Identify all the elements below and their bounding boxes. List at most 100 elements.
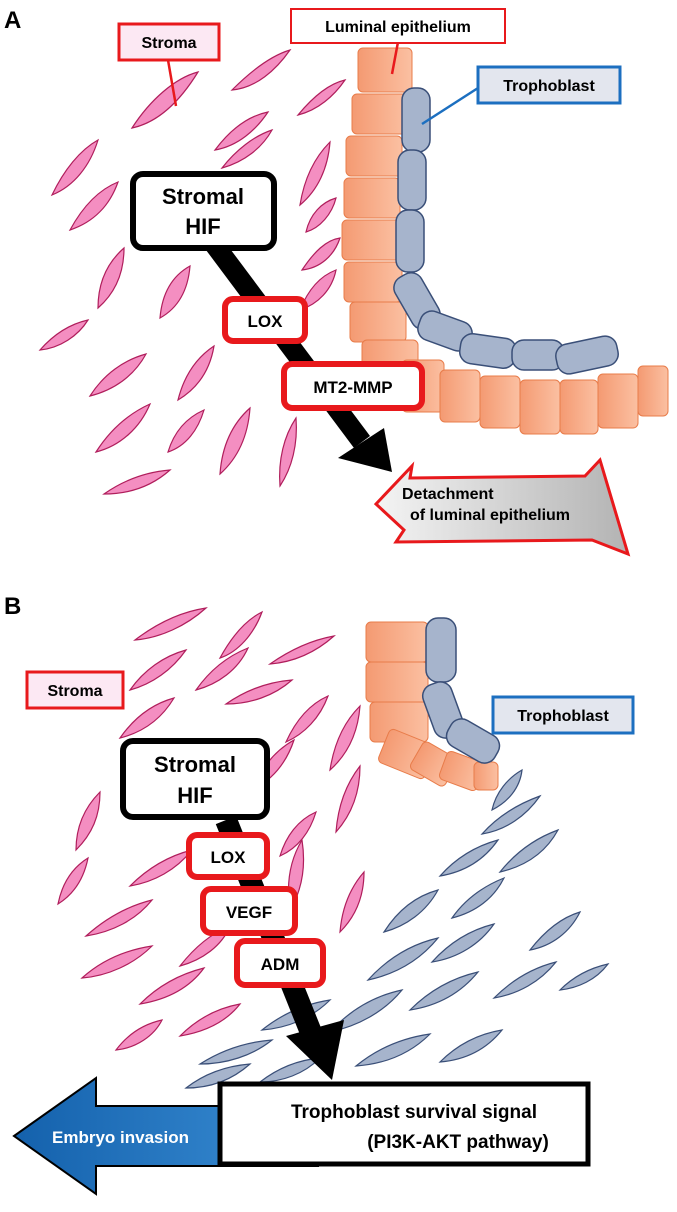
stroma-cell [219,406,251,476]
survival-signal-line1: Trophoblast survival signal [291,1102,537,1123]
stroma-cell [299,140,331,207]
stroma-leader-line [166,59,178,107]
epithelium-cell [519,379,561,435]
stroma-cell [335,764,361,834]
trophoblast-cell [401,87,431,153]
stroma-cell [68,180,119,232]
stroma-cell [339,870,365,934]
hif-label-line1: Stromal [154,752,236,777]
stroma-cell [279,810,317,858]
trophoblast-cell [395,209,425,273]
trophoblast-cell [445,718,501,764]
stroma-cell [128,648,188,692]
stroma-cell [213,111,270,151]
factor-label: VEGF [226,903,272,922]
trophoblast-cell [498,828,560,873]
trophoblast-cell [492,960,558,999]
stroma-cell [102,469,172,495]
hif-box [120,738,270,820]
epithelium-cell [343,177,401,219]
panel-b-luminal-epithelium [365,621,499,792]
stroma-cell [230,48,292,91]
stroma-cell [88,353,148,397]
stroma-cell [114,1019,164,1051]
stroma-cell [329,704,361,772]
panel-b-trophoblast-layer [421,617,501,764]
luminal-leader-line [390,41,400,75]
factor-box-mt2-mmp [281,361,425,411]
trophoblast-cell [438,838,500,877]
epithelium-cell [345,135,403,177]
trophoblast-label: Trophoblast [517,708,609,725]
trophoblast-cell [366,937,440,981]
factor-box-lox [186,832,270,880]
detachment-line2: of luminal epithelium [410,507,570,524]
panel-b-stroma-cells [57,607,365,1051]
survival-signal-line2: (PI3K-AKT pathway) [367,1132,549,1153]
epithelium-cell [597,373,639,429]
trophoblast-cell [491,768,523,812]
trophoblast-cell [430,923,496,963]
stroma-cell [80,945,154,979]
trophoblast-cell [408,971,480,1011]
stroma-cell [305,197,337,233]
stroma-cell [118,697,176,739]
stroma-cell [167,408,205,453]
epithelium-cell [439,369,481,423]
panel-a-letter: A [4,7,21,34]
stroma-cell [279,416,297,488]
epithelium-cell [341,219,401,261]
stroma-label: Stroma [47,683,102,700]
stroma-cell [128,848,194,887]
trophoblast-leader-line [421,86,479,126]
stroma-cell [138,967,206,1005]
trophoblast-cell [354,1033,432,1067]
panel-a-trophoblast-layer [393,87,619,375]
trophoblast-cell [528,911,582,951]
stroma-cell [94,402,152,453]
trophoblast-cell [480,794,542,835]
trophoblast-cell [558,963,610,991]
survival-signal-box [217,1081,591,1167]
hif-label-line1: Stromal [162,184,244,209]
stroma-cell [298,269,337,311]
trophoblast-label-box [491,695,635,735]
stroma-cell [194,646,250,692]
stroma-label: Stroma [141,35,196,52]
trophoblast-cell [328,989,404,1033]
detachment-arrow [373,457,631,557]
luminal-label-box [290,8,506,44]
stroma-cell [133,607,208,641]
stroma-label-box [25,670,125,710]
epithelium-cell [637,365,669,417]
hif-label-line2: HIF [185,214,220,239]
trophoblast-cell [382,889,440,933]
stroma-cell [224,679,294,705]
hif-arrow-head [286,1020,344,1080]
hif-arrow-head [338,428,392,472]
trophoblast-cell [258,1057,322,1083]
trophoblast-cell [438,1029,504,1063]
factor-label: LOX [211,848,247,867]
stroma-cell [84,898,154,937]
stroma-cell [57,856,89,906]
epithelium-cell [357,47,413,93]
trophoblast-cell [425,617,457,683]
trophoblast-label: Trophoblast [503,78,595,95]
stroma-cell [267,635,336,665]
embryo-invasion-label: Embryo invasion [52,1128,189,1147]
stroma-cell [284,694,330,744]
epithelium-cell [351,93,409,135]
hif-box [130,171,277,251]
panel-a-stroma-cells [38,48,347,495]
epithelium-cell [365,621,429,663]
epithelium-cell [365,661,429,703]
factor-label: MT2-MMP [313,378,392,397]
factor-label: LOX [248,312,284,331]
trophoblast-cell [458,333,518,369]
trophoblast-cell [450,876,506,919]
stroma-cell [296,79,347,117]
factor-box-adm [234,938,326,988]
epithelium-cell [343,261,403,303]
